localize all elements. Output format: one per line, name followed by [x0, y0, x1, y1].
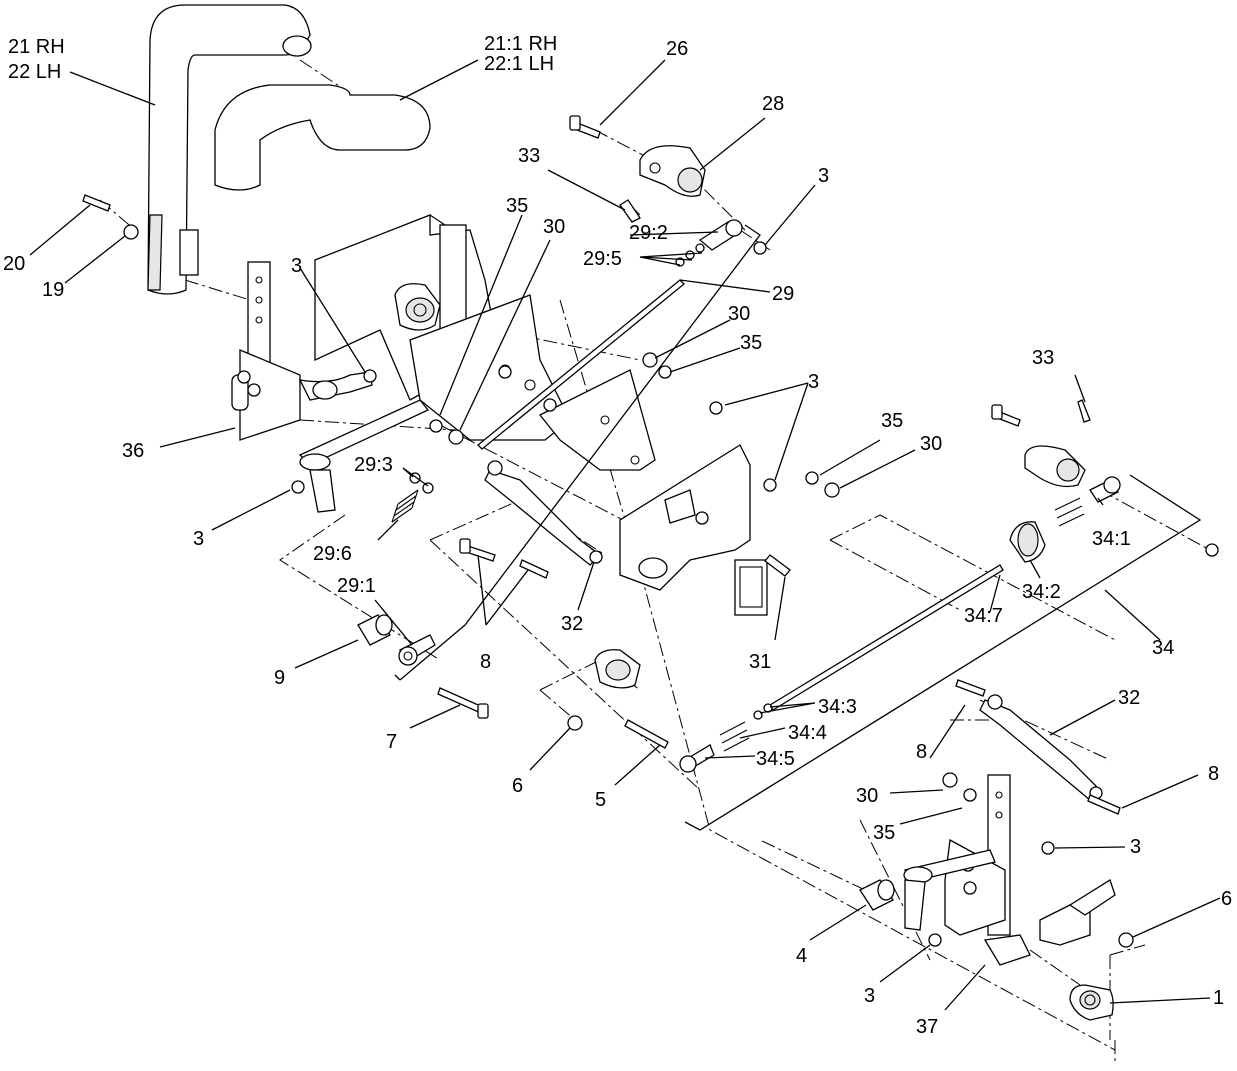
callout-3-left: 3: [193, 528, 204, 550]
callout-31: 31: [749, 651, 771, 673]
nuts-washers: [123, 224, 1219, 948]
control-handle-grip-rh: [214, 84, 431, 191]
callout-34-1: 34:1: [1092, 528, 1131, 550]
linkage-rod-29: [477, 219, 743, 450]
callout-6-left: 6: [512, 775, 523, 797]
callout-8-mid: 8: [916, 741, 927, 763]
callout-9: 9: [274, 667, 285, 689]
callout-30-top: 30: [543, 216, 565, 238]
callout-1: 1: [1213, 987, 1224, 1009]
assembly-bracket-34: [684, 474, 1202, 831]
callout-32-left: 32: [561, 613, 583, 635]
callout-3-top-right: 3: [818, 165, 829, 187]
callout-20: 20: [3, 253, 25, 275]
callout-3-mid: 3: [808, 371, 819, 393]
damper-left: [484, 460, 603, 566]
callout-35-lower: 35: [873, 822, 895, 844]
callout-labels: 21 RH 22 LH 21:1 RH 22:1 LH 26 28 33 3 3…: [3, 33, 1232, 1038]
spacer-9: [357, 614, 393, 646]
callout-37: 37: [916, 1016, 938, 1038]
frame-plate-right: [619, 444, 768, 616]
callout-34-7: 34:7: [964, 605, 1003, 627]
callout-7: 7: [386, 731, 397, 753]
callout-28: 28: [762, 93, 784, 115]
callout-21: 21 RH: [8, 36, 65, 58]
rod-end-29-1: [398, 634, 436, 666]
callout-34-4: 34:4: [788, 722, 827, 744]
callout-3-bottom: 3: [864, 985, 875, 1007]
bracket-28-rh: [1024, 445, 1086, 488]
callout-21-1: 21:1 RH: [484, 33, 557, 55]
callout-34: 34: [1152, 637, 1174, 659]
callout-3-upper-left: 3: [291, 255, 302, 277]
bolts: [82, 115, 1121, 815]
callout-3-lower-right: 3: [1130, 836, 1141, 858]
callout-8-right: 8: [1208, 763, 1219, 785]
callout-32-right: 32: [1118, 687, 1140, 709]
control-arm-assembly-37: [903, 774, 1116, 966]
callout-22-1: 22:1 LH: [484, 53, 554, 75]
callout-19: 19: [42, 279, 64, 301]
callout-29: 29: [772, 283, 794, 305]
flange-bearing-1: [1069, 984, 1114, 1021]
callout-30-lower: 30: [856, 785, 878, 807]
pivot-bearing-upper: [394, 283, 441, 331]
frame-plate-center: [538, 369, 656, 471]
callout-30-mid: 30: [728, 303, 750, 325]
callout-4: 4: [796, 945, 807, 967]
callout-29-1: 29:1: [337, 575, 376, 597]
callout-30-right: 30: [920, 433, 942, 455]
callout-34-3: 34:3: [818, 696, 857, 718]
callout-35-mid: 35: [740, 332, 762, 354]
assembly-bracket-29: [394, 224, 761, 681]
callout-26: 26: [666, 38, 688, 60]
callout-22: 22 LH: [8, 61, 61, 83]
bracket-28: [639, 145, 706, 197]
callout-8-left: 8: [480, 651, 491, 673]
callout-33-right: 33: [1032, 347, 1054, 369]
control-handle-rh: [147, 4, 312, 295]
callout-35-top: 35: [506, 195, 528, 217]
pivot-bearing-center: [594, 649, 641, 689]
spacer-4: [859, 879, 895, 911]
callout-5: 5: [595, 789, 606, 811]
callout-29-3: 29:3: [354, 454, 393, 476]
callout-34-5: 34:5: [756, 748, 795, 770]
callout-29-6: 29:6: [313, 543, 352, 565]
callout-34-2: 34:2: [1022, 581, 1061, 603]
callout-36: 36: [122, 440, 144, 462]
callout-35-right: 35: [881, 410, 903, 432]
callout-33-top: 33: [518, 145, 540, 167]
callout-29-5: 29:5: [583, 248, 622, 270]
leader-lines: [29, 59, 1221, 1011]
callout-29-2: 29:2: [629, 222, 668, 244]
spring-29-6: [391, 489, 419, 523]
control-arm-assembly-36: [231, 261, 430, 513]
linkage-rod-34: [679, 476, 1121, 773]
callout-6-right: 6: [1221, 888, 1232, 910]
